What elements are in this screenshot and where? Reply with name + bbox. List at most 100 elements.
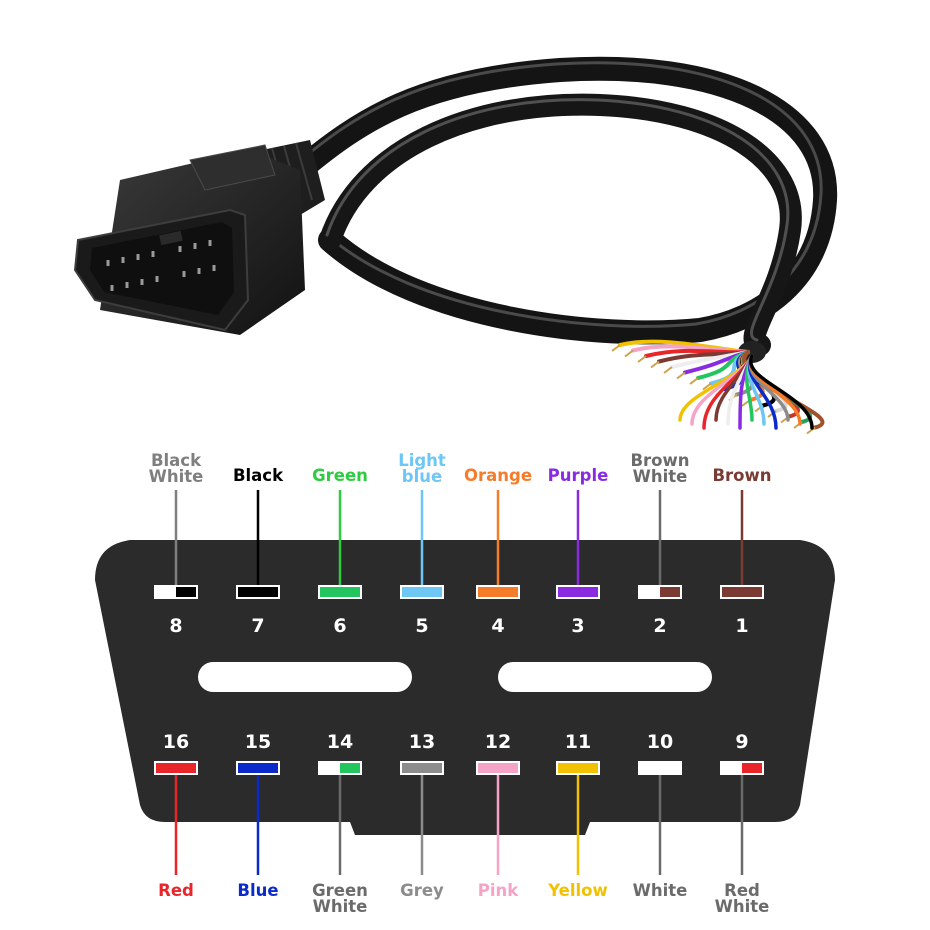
cable-inner-loop: [319, 93, 802, 356]
pin-pad-right: [340, 763, 360, 773]
pin-pad-left: [238, 587, 258, 597]
cable-loop-highlight: [294, 61, 823, 328]
pin-label: blue: [402, 467, 442, 486]
wire-copper-tip: [676, 371, 686, 380]
pin-pad-left: [558, 763, 578, 773]
pin-6: 6 Green: [312, 466, 368, 637]
pin-pad-left: [640, 587, 660, 597]
pin-label: Purple: [548, 466, 609, 485]
wire-copper-tip: [650, 360, 660, 369]
pin-number: 2: [653, 615, 666, 637]
pin-label: White: [633, 881, 688, 900]
pin-label: Grey: [400, 881, 444, 900]
pin-pad-left: [558, 587, 578, 597]
pin-number: 4: [491, 615, 504, 637]
pin-pad-right: [498, 587, 518, 597]
pin-pad-right: [176, 587, 196, 597]
wire-copper-tip: [637, 355, 647, 363]
pin-label: White: [715, 897, 770, 916]
pin-label: Green: [312, 466, 368, 485]
plug-key: [159, 230, 183, 246]
pin-pad-right: [176, 763, 196, 773]
pin-pad-right: [422, 763, 442, 773]
pin-label: Pink: [478, 881, 519, 900]
pin-number: 6: [333, 615, 346, 637]
pin-number: 15: [245, 731, 271, 753]
plug-top-ridge: [189, 144, 276, 191]
cable-inner-highlight: [325, 98, 790, 342]
cable-loop: [288, 56, 838, 345]
pin-pad-right: [742, 763, 762, 773]
pin-label: Yellow: [547, 881, 608, 900]
pin-pad-left: [320, 587, 340, 597]
loose-wire: [748, 354, 814, 430]
loose-wires: [611, 339, 825, 435]
pin-label: White: [149, 467, 204, 486]
pin-number: 16: [163, 731, 189, 753]
pin-pad-right: [578, 763, 598, 773]
pin-number: 8: [169, 615, 182, 637]
pin-pad-left: [156, 763, 176, 773]
pin-pad-left: [238, 763, 258, 773]
pin-number: 3: [571, 615, 584, 637]
pin-pad-right: [742, 587, 762, 597]
pin-label: Red: [158, 881, 194, 900]
pin-number: 11: [565, 731, 591, 753]
pin-pad-right: [578, 587, 598, 597]
pin-pad-left: [722, 587, 742, 597]
pin-pad-right: [258, 763, 278, 773]
pin-pad-left: [402, 587, 422, 597]
wire-copper-tip: [702, 382, 712, 391]
pin-pad-left: [478, 763, 498, 773]
pin-number: 14: [327, 731, 353, 753]
pin-label: Red: [724, 881, 760, 900]
key-slot-left: [198, 662, 412, 692]
wire-copper-tip: [624, 349, 634, 358]
pin-pad-left: [478, 587, 498, 597]
pin-pad-left: [320, 763, 340, 773]
pin-label: Light: [398, 451, 446, 470]
obd2-cable-illustration: [73, 56, 838, 435]
pin-number: 13: [409, 731, 435, 753]
pin-label: Brown: [630, 451, 689, 470]
pin-pad-right: [660, 587, 680, 597]
pin-label: Blue: [237, 881, 278, 900]
pin-pad-left: [156, 587, 176, 597]
plug-face-inner: [90, 222, 234, 315]
pin-label: Green: [312, 881, 368, 900]
pin-label: Black: [233, 466, 284, 485]
pin-label: White: [313, 897, 368, 916]
pin-number: 12: [485, 731, 511, 753]
plug-pin-row: [106, 240, 216, 291]
pin-label: Orange: [464, 466, 532, 485]
wire-copper-tip: [689, 377, 699, 385]
pin-pad-right: [340, 587, 360, 597]
pin-pad-left: [402, 763, 422, 773]
pin-number: 7: [251, 615, 264, 637]
pin-7: 7 Black: [233, 466, 284, 637]
pin-label: Black: [151, 451, 202, 470]
pin-label: Brown: [712, 466, 771, 485]
pin-number: 1: [735, 615, 748, 637]
pin-pad-right: [422, 587, 442, 597]
pin-3: 3 Purple: [548, 466, 609, 637]
pins-layer: 8BlackWhite7Black6Green5Lightblue4Orange…: [149, 451, 772, 916]
wire-copper-tip: [611, 344, 621, 352]
pin-pad-right: [498, 763, 518, 773]
pin-label: White: [633, 467, 688, 486]
pin-number: 5: [415, 615, 428, 637]
pin-pad-right: [660, 763, 680, 773]
pin-pad-right: [258, 587, 278, 597]
